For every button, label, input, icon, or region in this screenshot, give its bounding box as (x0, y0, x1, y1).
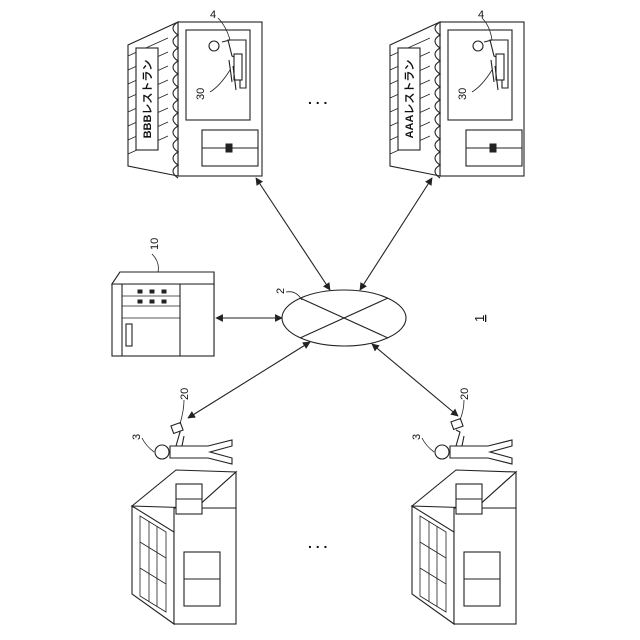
device-label-aaa: 30 (457, 88, 469, 100)
link-user-right-network (372, 344, 458, 416)
printer-label-aaa: 4 (478, 9, 484, 21)
restaurant-aaa: AAAレストラン 4 30 (390, 9, 524, 178)
server-label: 10 (149, 238, 161, 250)
printer-icon (473, 41, 483, 51)
restaurant-bbb: BBBレストラン 4 30 (128, 9, 262, 178)
house-right (412, 470, 516, 624)
system-label: 1 (472, 315, 487, 322)
terminal-icon (451, 419, 463, 430)
network-label: 2 (275, 288, 287, 294)
person-head-icon (435, 445, 449, 459)
person-head-icon (155, 445, 169, 459)
ellipsis-restaurants: . . . (308, 91, 327, 107)
terminal-label-left: 20 (179, 388, 191, 400)
link-aaa-network (360, 178, 432, 290)
printer-label-bbb: 4 (210, 9, 216, 21)
user-label-right: 3 (411, 434, 423, 440)
terminal-label-right: 20 (459, 388, 471, 400)
ellipsis-users: . . . (308, 535, 327, 551)
user-right: 20 3 (411, 388, 512, 464)
user-label-left: 3 (131, 434, 143, 440)
user-left: 20 3 (131, 388, 232, 464)
link-bbb-network (256, 178, 330, 290)
restaurant-name-bbb: BBBレストラン (141, 60, 154, 139)
device-label-bbb: 30 (195, 88, 207, 100)
house-left (132, 470, 236, 624)
terminal-icon (171, 423, 183, 434)
server-icon (112, 272, 214, 356)
printer-icon (209, 41, 219, 51)
restaurant-name-aaa: AAAレストラン (403, 60, 416, 139)
